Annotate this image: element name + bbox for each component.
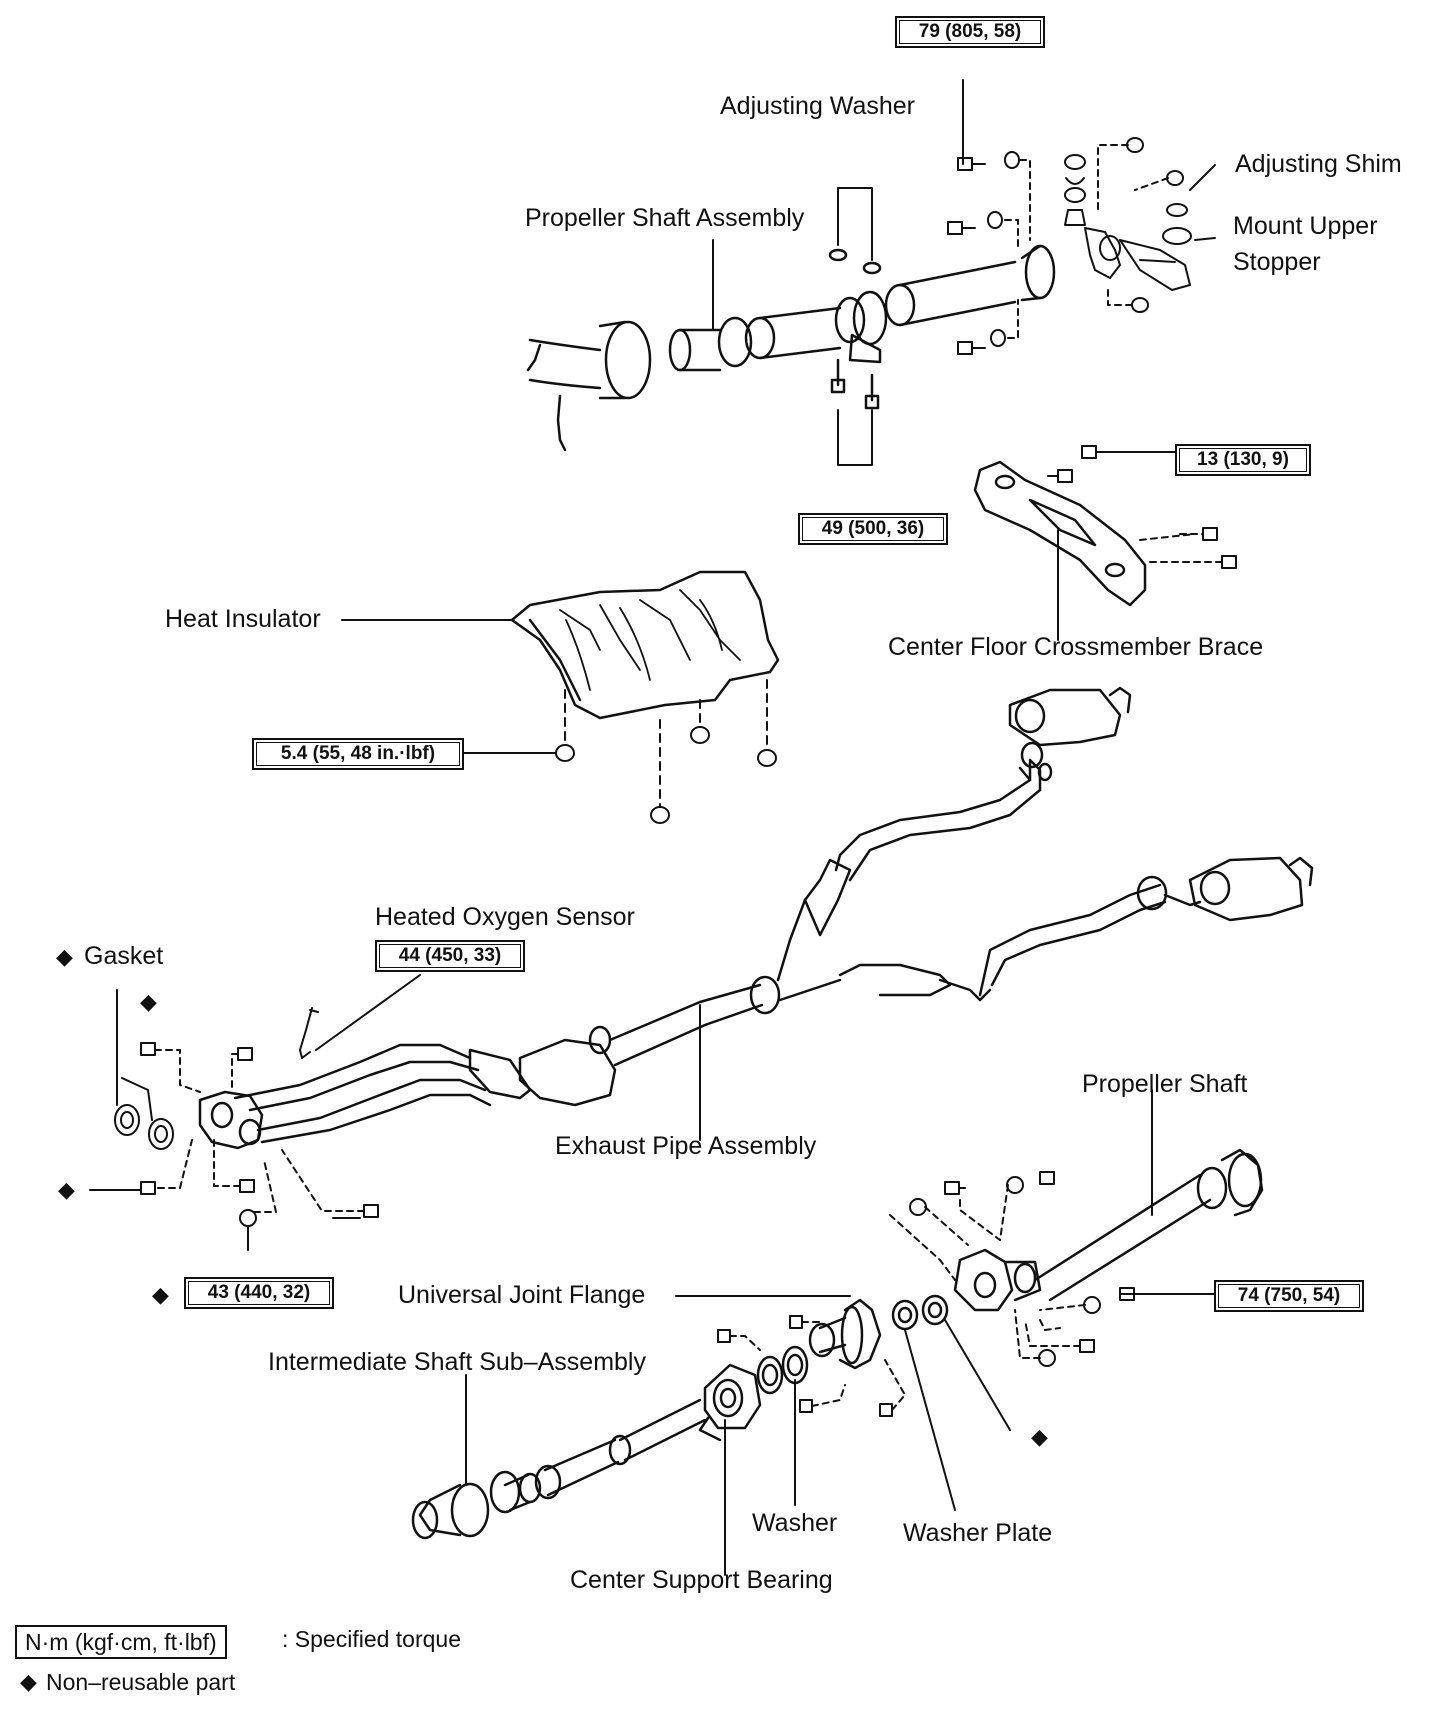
label-adjusting-washer: Adjusting Washer [720,92,915,120]
exhaust-pipe-drawing [198,686,1314,1150]
gasket-diamond: ◆ [56,944,73,969]
label-gasket: Gasket [84,942,164,970]
legend-non-reusable: Non–reusable part [46,1669,236,1695]
propeller-shaft-assembly-drawing [526,79,1216,466]
torque-13: 13 (130, 9) [1175,444,1311,476]
torque-43: 43 (440, 32) [184,1277,334,1309]
label-exhaust-pipe-assembly: Exhaust Pipe Assembly [555,1132,817,1160]
legend-diamond: ◆ [20,1669,37,1694]
non-reusable-diamond: ◆ [152,1282,169,1307]
torque-leaders [332,1217,1215,1295]
label-stopper: Stopper [1233,248,1321,276]
label-center-floor-crossmember-brace: Center Floor Crossmember Brace [888,633,1264,661]
label-washer-plate: Washer Plate [903,1519,1053,1547]
label-heated-oxygen-sensor: Heated Oxygen Sensor [375,903,635,931]
torque-79: 79 (805, 58) [895,16,1045,48]
crossmember-brace-drawing [973,445,1237,641]
torque-5-4: 5.4 (55, 48 in.·lbf) [252,738,464,770]
heat-insulator-drawing [341,570,780,824]
torque-49: 49 (500, 36) [798,513,948,545]
oxygen-sensor-drawing [299,974,421,1059]
label-intermediate-shaft-sub-assembly: Intermediate Shaft Sub–Assembly [268,1348,646,1376]
label-center-support-bearing: Center Support Bearing [570,1566,833,1594]
label-propeller-shaft: Propeller Shaft [1082,1070,1248,1098]
legend-torque-description: : Specified torque [282,1626,462,1652]
non-reusable-diamond: ◆ [140,989,157,1014]
non-reusable-diamond: ◆ [58,1177,75,1202]
legend-torque-unit: N·m (kgf·cm, ft·lbf) [15,1625,227,1659]
label-mount-upper: Mount Upper [1233,212,1378,240]
label-universal-joint-flange: Universal Joint Flange [398,1281,646,1309]
non-reusable-diamond: ◆ [1031,1424,1048,1449]
label-adjusting-shim: Adjusting Shim [1235,150,1402,178]
gasket-drawing [89,989,379,1251]
propeller-shaft-drawing [889,1089,1264,1431]
label-heat-insulator: Heat Insulator [165,605,321,633]
torque-74: 74 (750, 54) [1214,1280,1364,1312]
label-propeller-shaft-assembly: Propeller Shaft Assembly [525,204,805,232]
label-washer: Washer [752,1509,838,1537]
torque-44: 44 (450, 33) [375,940,525,972]
intermediate-shaft-drawing [411,1295,956,1576]
